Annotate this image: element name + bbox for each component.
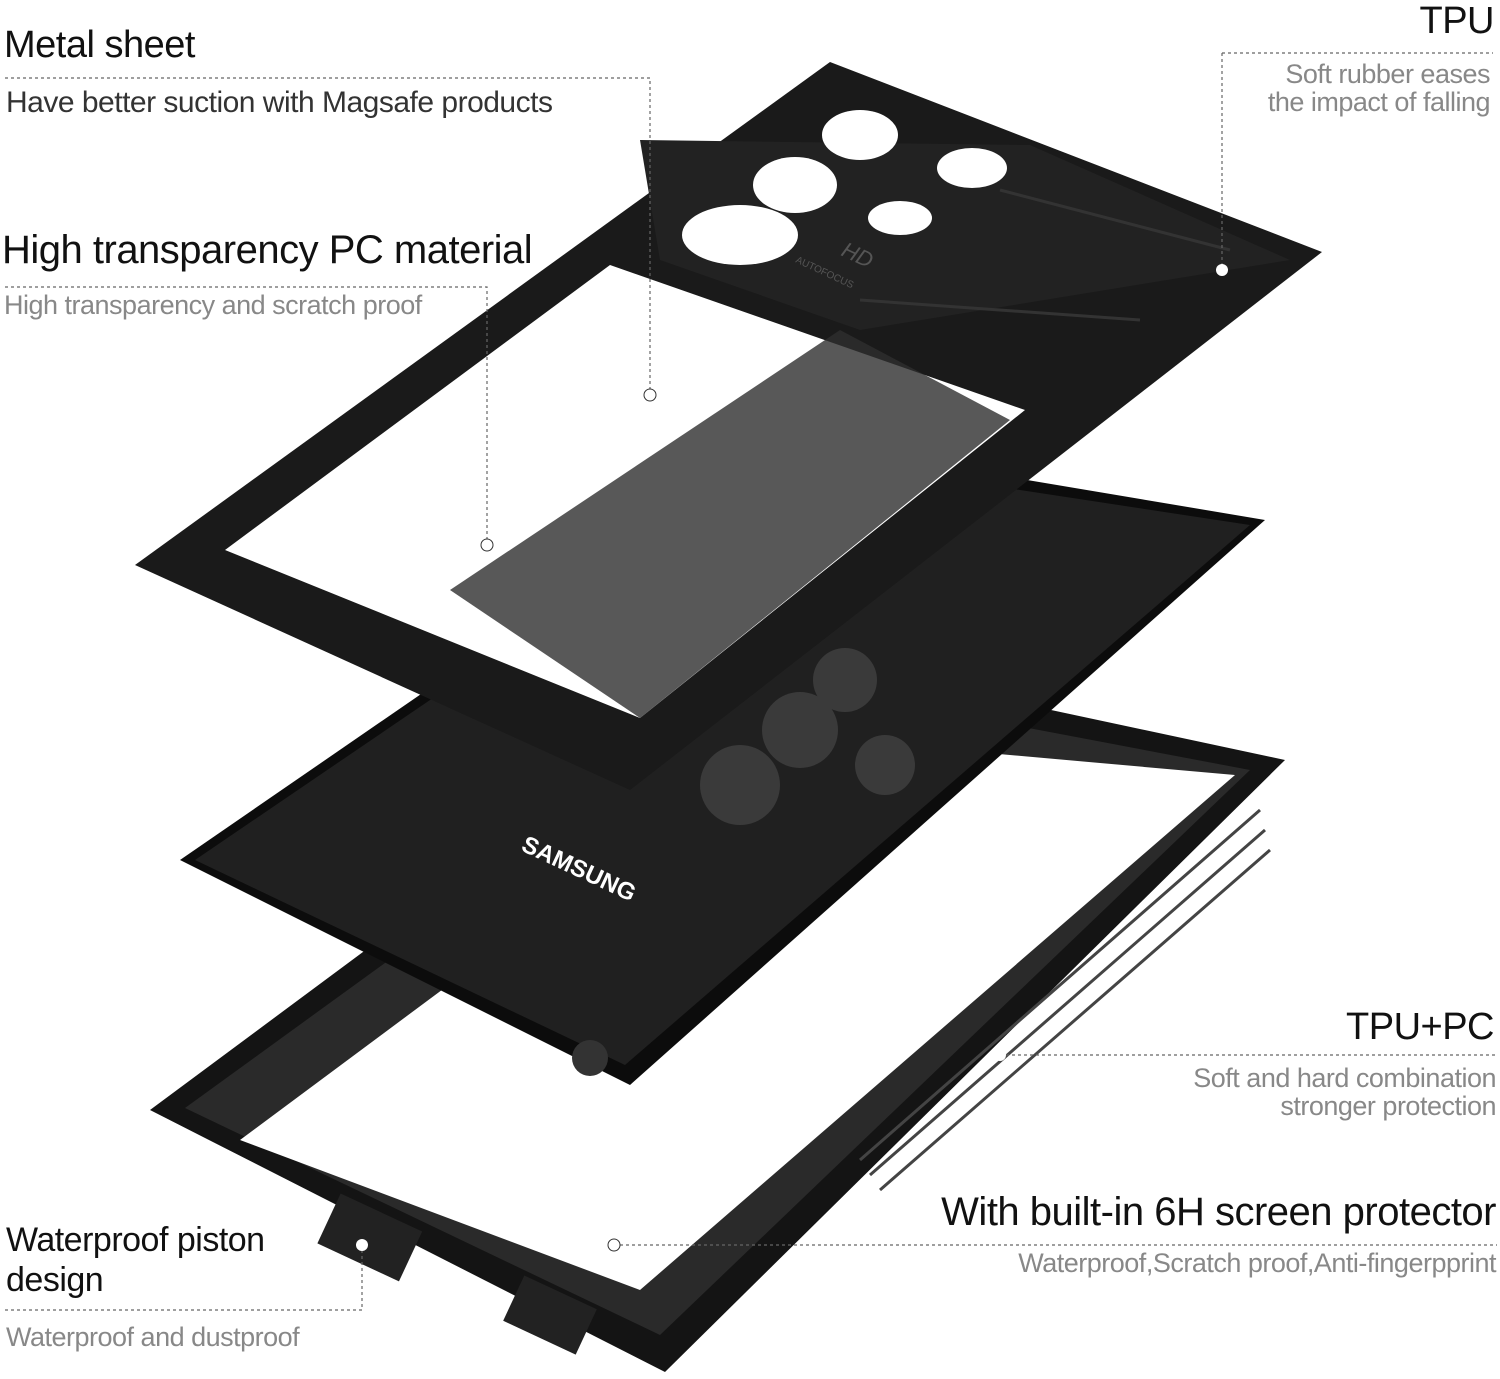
tpu-pc-desc: Soft and hard combination stronger prote… — [1193, 1064, 1496, 1120]
pc-material-desc: High transparency and scratch proof — [4, 290, 422, 320]
piston-desc: Waterproof and dustproof — [6, 1322, 300, 1352]
tpu-pc-desc-line1: Soft and hard combination — [1193, 1063, 1496, 1093]
tpu-pc-title: TPU+PC — [1346, 1006, 1494, 1048]
marker-dots — [356, 264, 1228, 1252]
bottom-case — [150, 650, 1285, 1372]
metal-sheet-desc: Have better suction with Magsafe product… — [6, 86, 553, 119]
screen-protector-title: With built-in 6H screen protector — [941, 1190, 1496, 1234]
tpu-title: TPU — [1419, 0, 1495, 42]
piston-title-line1: Waterproof piston — [6, 1221, 265, 1259]
piston-title: Waterproof piston design — [6, 1220, 265, 1300]
top-frame: HD AUTOFOCUS — [135, 62, 1322, 790]
tpu-desc-line1: Soft rubber eases — [1285, 59, 1490, 89]
tpu-desc: Soft rubber eases the impact of falling — [1267, 59, 1491, 117]
leader-lines — [5, 52, 1497, 1311]
pc-material-title: High transparency PC material — [2, 228, 533, 272]
tpu-pc-desc-line2: stronger protection — [1280, 1091, 1496, 1121]
tpu-desc-line2: the impact of falling — [1267, 87, 1491, 117]
phone: SAMSUNG — [180, 440, 1265, 1085]
metal-sheet-title: Metal sheet — [4, 24, 195, 66]
screen-protector-desc: Waterproof,Scratch proof,Anti-fingerppri… — [1018, 1248, 1496, 1278]
piston-title-line2: design — [6, 1261, 104, 1299]
